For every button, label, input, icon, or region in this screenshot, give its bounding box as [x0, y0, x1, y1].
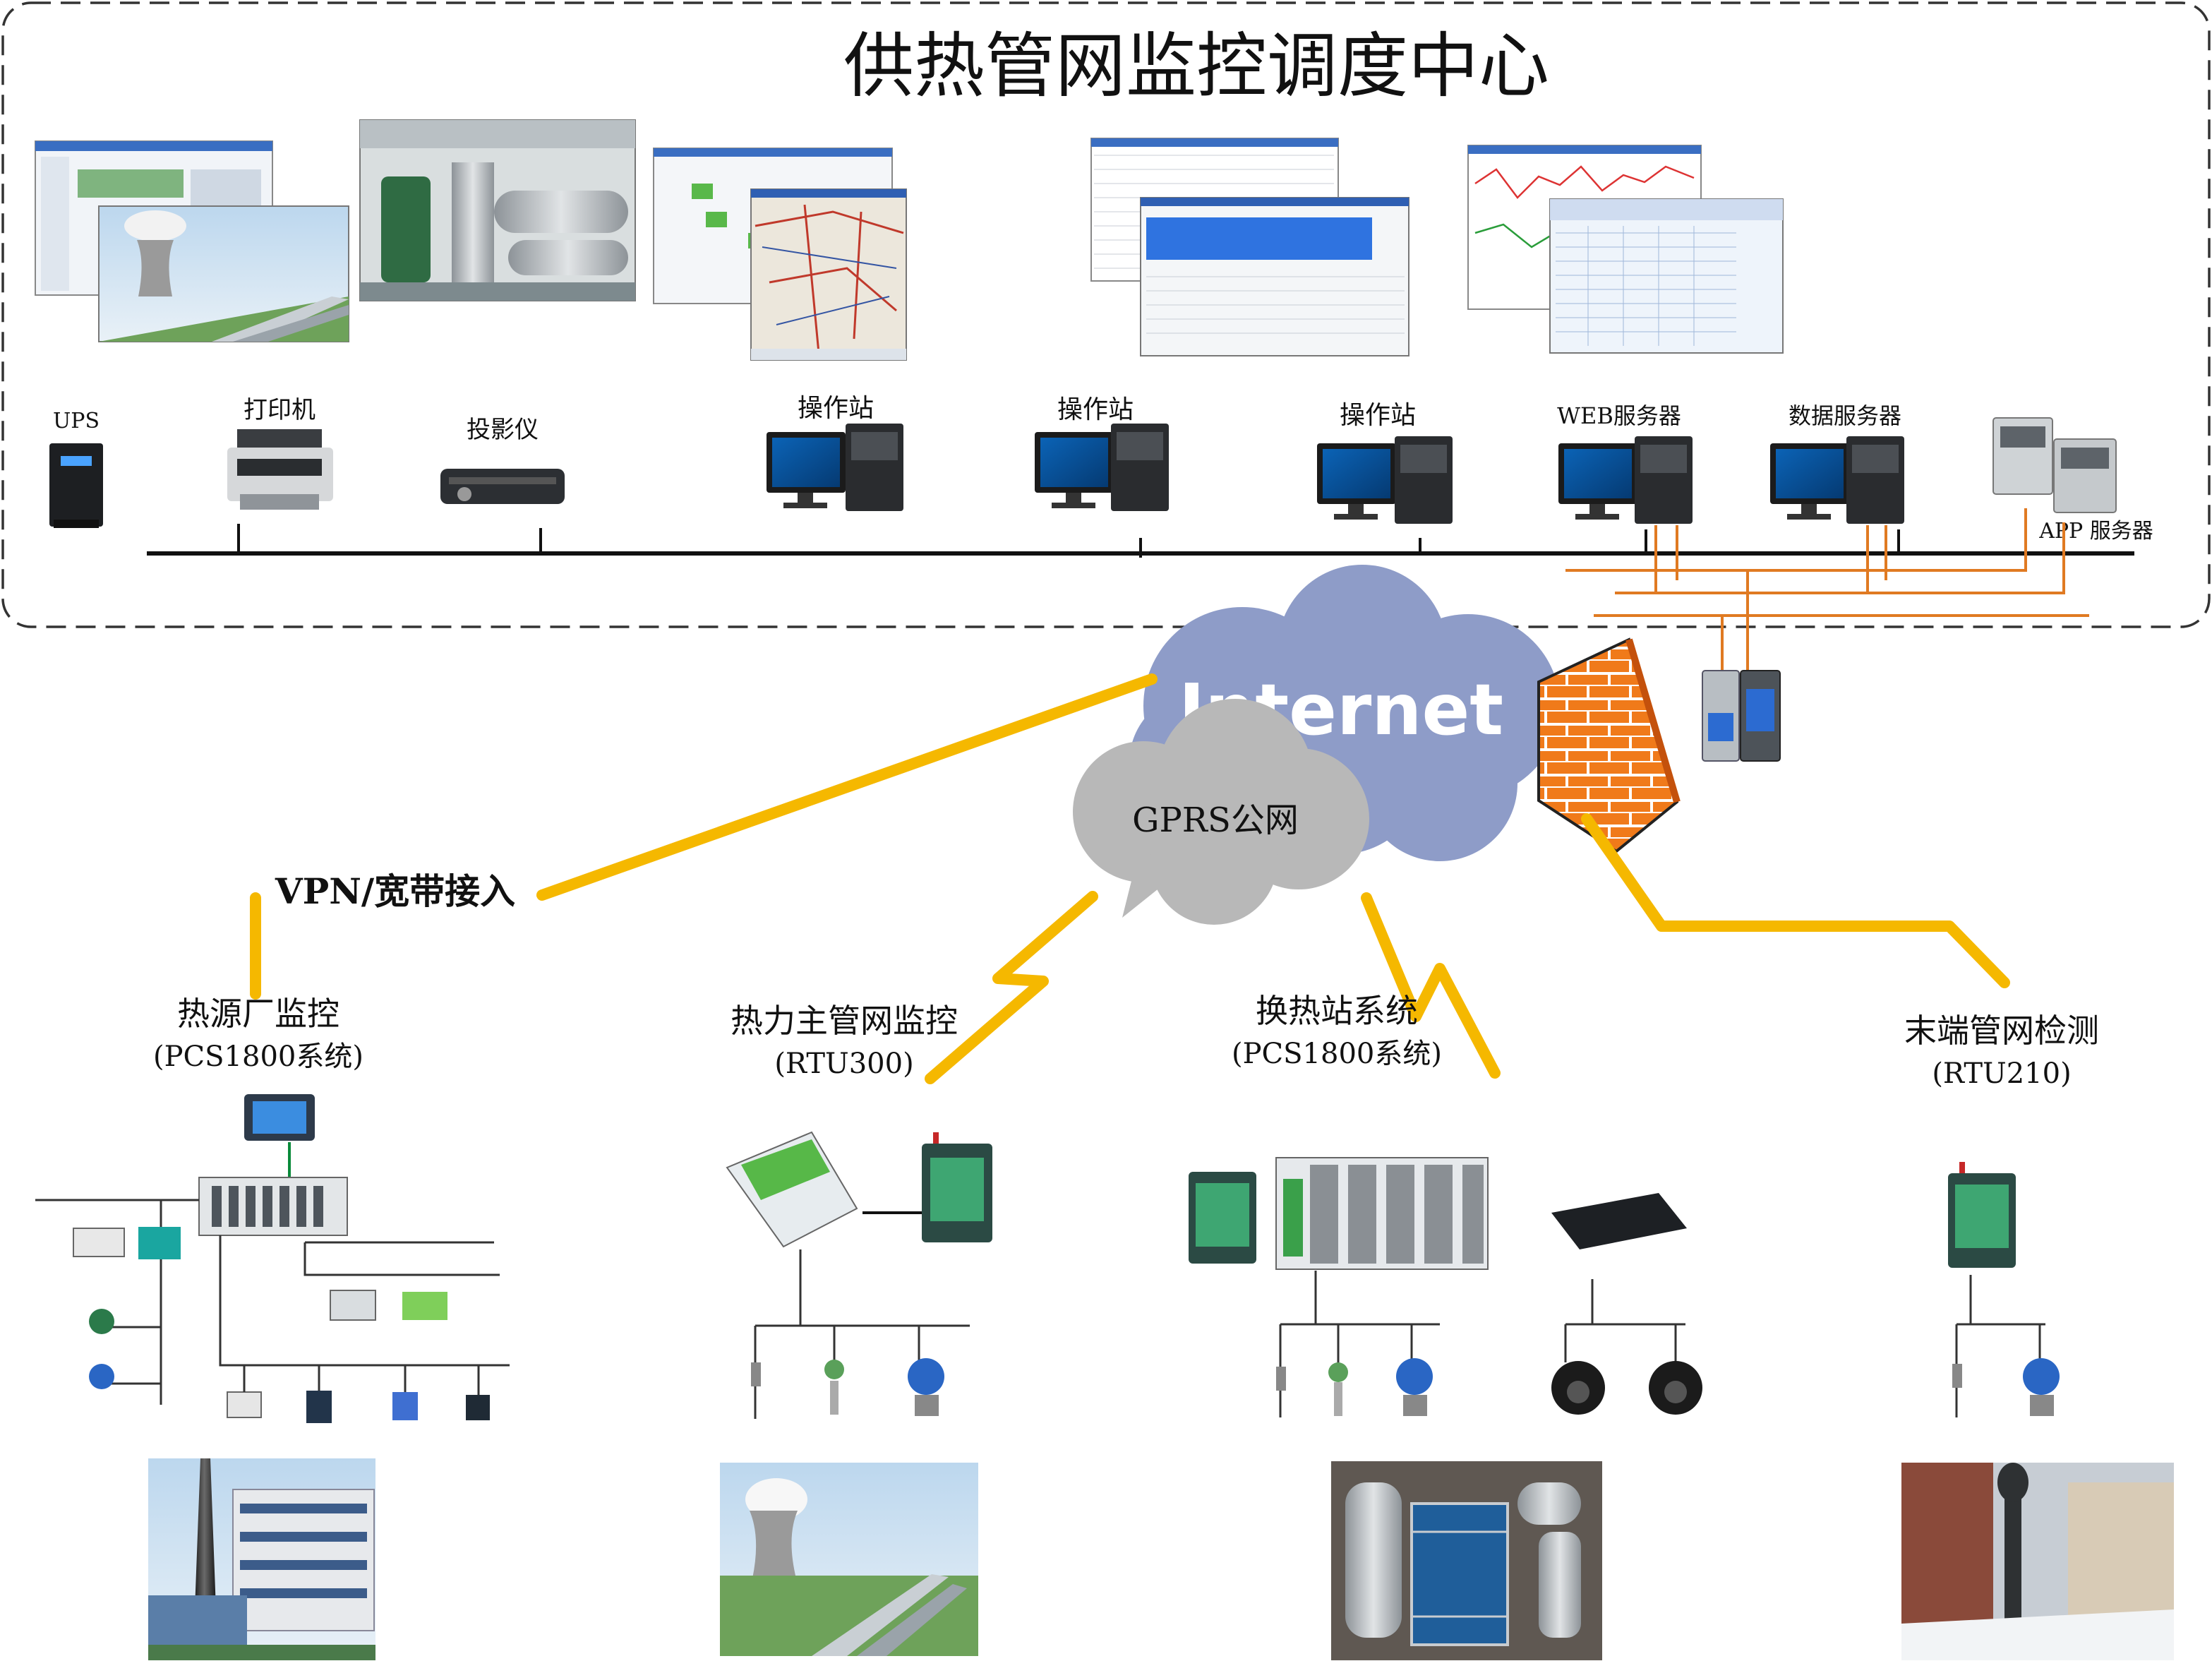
ups-label: UPS	[53, 409, 100, 433]
exchange-devices	[1189, 1157, 1702, 1417]
operator-station-3	[1317, 436, 1453, 524]
operator-station-1-label: 操作站	[798, 394, 874, 423]
main-pipe-title: 热力主管网监控	[731, 1002, 958, 1040]
projector-label: 投影仪	[467, 416, 539, 444]
app-server-label: APP 服务器	[2038, 519, 2153, 544]
trend-chart-screenshot	[1467, 145, 1784, 354]
operator-station-1	[767, 424, 903, 511]
map-screenshot-group	[653, 148, 907, 361]
software-screenshot-group-1	[35, 140, 349, 342]
page-title: 供热管网监控调度中心	[843, 25, 1549, 107]
heat-source-subtitle: (PCS1800系统)	[153, 1041, 363, 1073]
operator-station-2-label: 操作站	[1057, 395, 1134, 424]
main-pipe-subtitle: (RTU300)	[774, 1048, 913, 1080]
terminal-devices	[1948, 1162, 2060, 1417]
data-table-screenshot	[1090, 138, 1409, 356]
heat-exchanger-photo	[1331, 1461, 1602, 1660]
terminal-subtitle: (RTU210)	[1932, 1057, 2071, 1090]
vpn-label: VPN/宽带接入	[275, 870, 515, 912]
network-switch	[1702, 670, 1781, 762]
ups-device	[49, 443, 103, 528]
main-pipe-devices	[726, 1131, 992, 1419]
exchange-subtitle: (PCS1800系统)	[1232, 1038, 1442, 1070]
device-drops	[237, 524, 1900, 558]
residential-street-photo	[1901, 1463, 2174, 1660]
firewall	[1537, 637, 1681, 853]
web-server-label: WEB服务器	[1557, 402, 1681, 429]
app-server	[1992, 417, 2117, 513]
operator-station-3-label: 操作站	[1340, 401, 1416, 430]
gprs-label: GPRS公网	[1132, 800, 1299, 840]
fiber-links	[1565, 508, 2089, 671]
printer-label: 打印机	[244, 396, 315, 424]
heat-source-plant-photo	[148, 1458, 375, 1660]
control-center-frame	[1, 1, 2211, 628]
terminal-title: 末端管网检测	[1904, 1012, 2099, 1050]
pump-room-photo	[359, 119, 636, 301]
operator-station-2	[1035, 424, 1169, 511]
exchange-title: 换热站系统	[1256, 992, 1418, 1030]
main-pipe-photo	[720, 1463, 978, 1656]
projector-device	[440, 469, 565, 504]
web-server	[1558, 436, 1693, 524]
printer-device	[227, 429, 333, 510]
heat-source-title: 热源厂监控	[177, 995, 339, 1033]
data-server	[1770, 436, 1904, 524]
data-server-label: 数据服务器	[1789, 402, 1901, 429]
wan-links	[250, 673, 2010, 1084]
gprs-cloud	[1073, 699, 1369, 925]
heat-source-devices	[35, 1094, 510, 1423]
